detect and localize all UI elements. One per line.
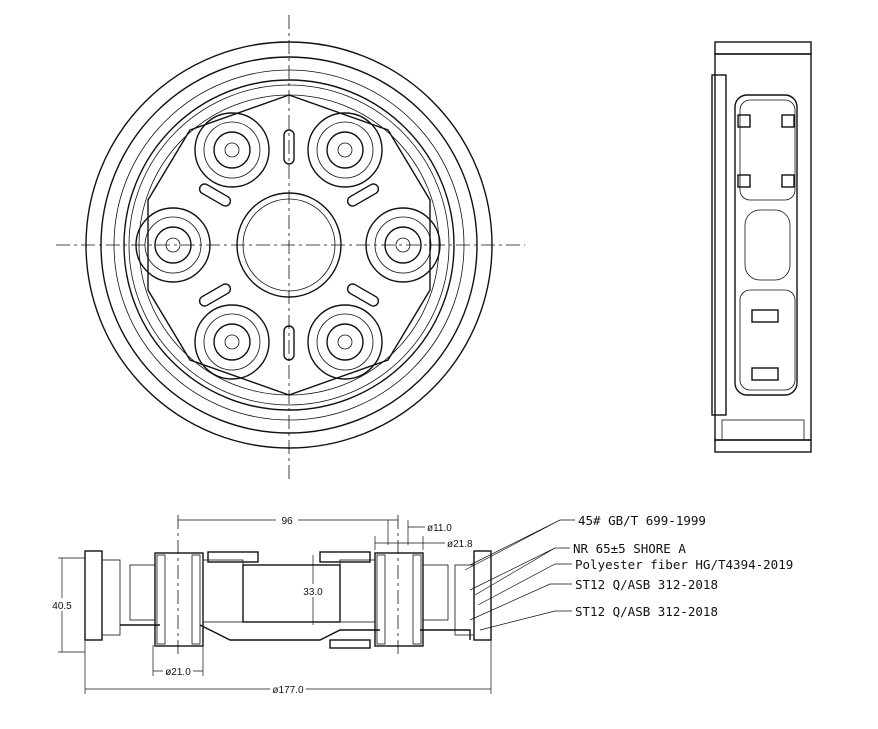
bolt-bushings (135, 112, 441, 380)
callout-sheet-steel-2: ST12 Q/ASB 312-2018 (575, 604, 718, 619)
spider-plate (147, 94, 431, 396)
front-view (56, 15, 525, 480)
section-view (84, 515, 492, 655)
dim-bolt-spacing: 96 (281, 516, 293, 527)
outer-ring (85, 41, 493, 449)
dimensions: 96 ø11.0 ø21.8 40.5 33.0 ø21.0 ø177.0 (50, 513, 492, 696)
callout-polyester: Polyester fiber HG/T4394-2019 (575, 557, 793, 572)
dim-overall-dia: ø177.0 (272, 685, 304, 696)
dim-bore-inner: ø11.0 (427, 523, 452, 534)
dim-center-gap: 33.0 (303, 587, 323, 598)
dim-bore-outer: ø21.8 (447, 539, 473, 550)
slots (198, 129, 380, 361)
material-callouts: 45# GB/T 699-1999 NR 65±5 SHORE A Polyes… (464, 513, 793, 631)
side-view (711, 41, 812, 453)
callout-rubber: NR 65±5 SHORE A (573, 541, 686, 556)
callout-sheet-steel-1: ST12 Q/ASB 312-2018 (575, 577, 718, 592)
callout-steel: 45# GB/T 699-1999 (578, 513, 706, 528)
dim-bushing-dia: ø21.0 (165, 667, 191, 678)
center-hub (236, 192, 342, 298)
dim-height: 40.5 (52, 601, 72, 612)
